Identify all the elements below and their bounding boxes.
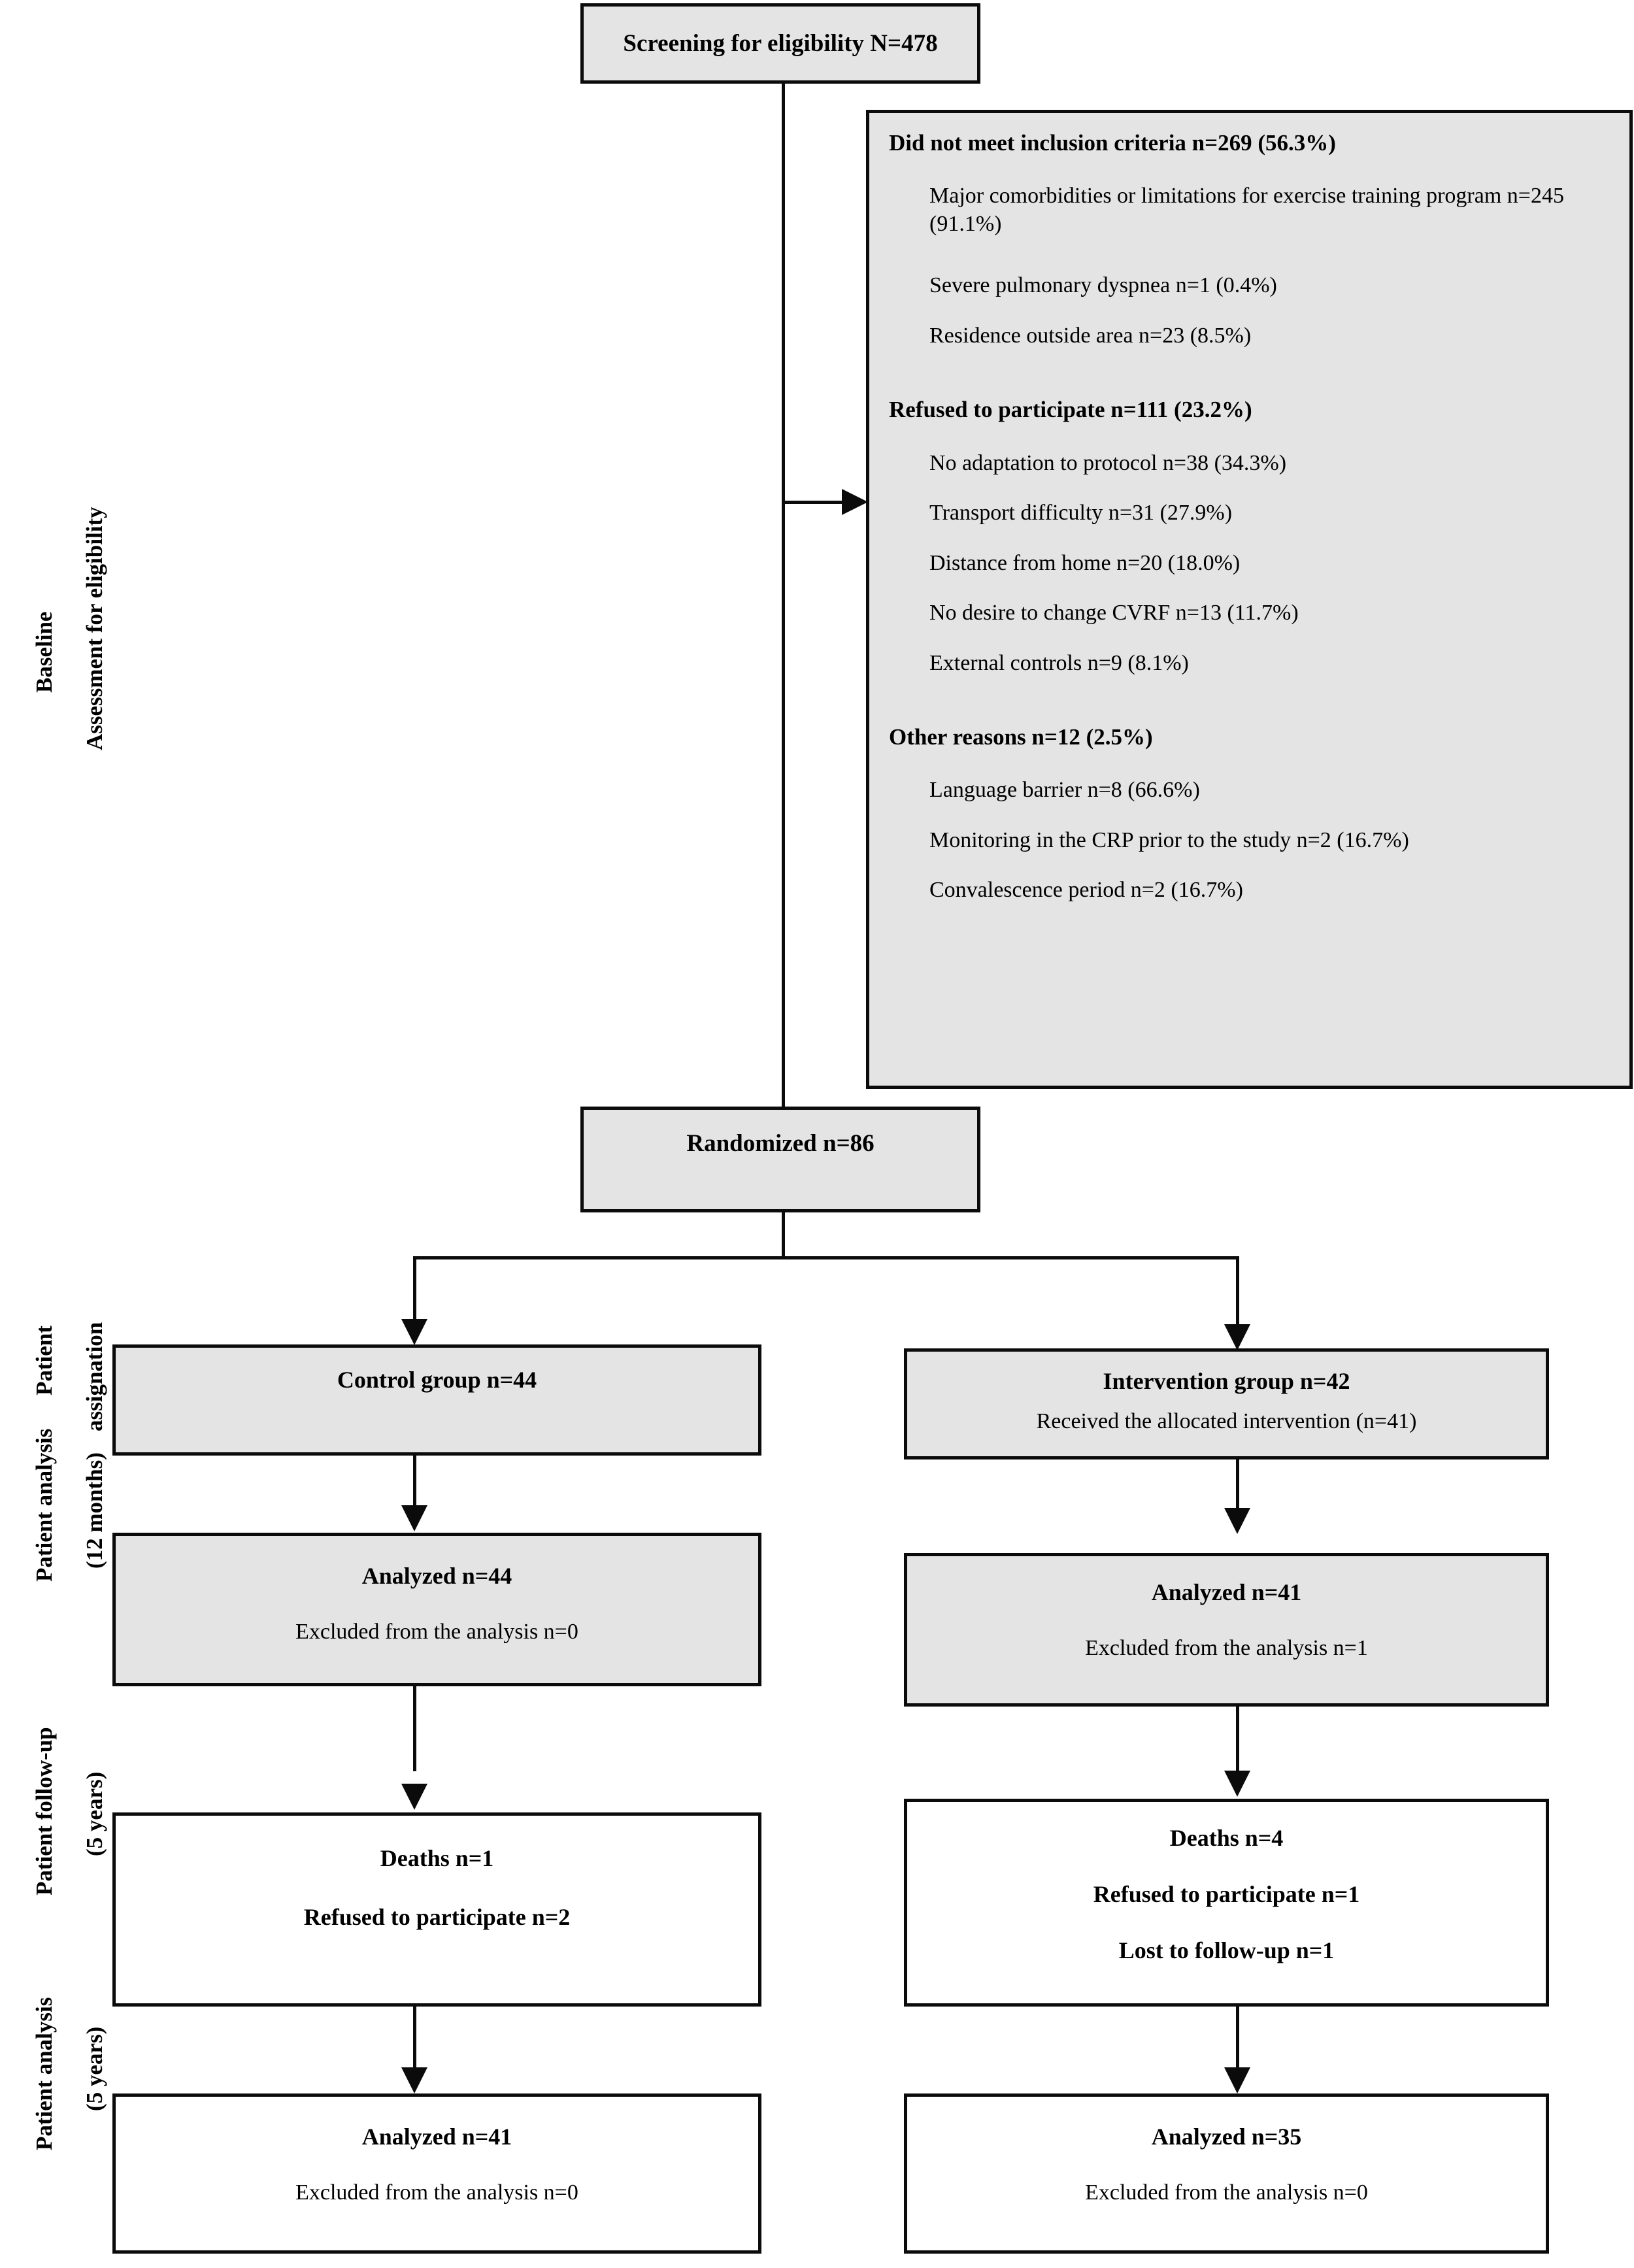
randomized-title: Randomized n=86 (686, 1130, 875, 1157)
side-label-patient-followup-5y-line1: Patient follow-up (31, 1727, 57, 1895)
control-analysis-5y-box: Analyzed n=41 Excluded from the analysis… (112, 2093, 761, 2254)
connector-to-exclusions (782, 501, 842, 504)
control-analysis-12m-box: Analyzed n=44 Excluded from the analysis… (112, 1533, 761, 1686)
exclusion-item: No desire to change CVRF n=13 (11.7%) (929, 601, 1299, 625)
exclusions-panel: Did not meet inclusion criteria n=269 (5… (866, 110, 1633, 1089)
intervention-analysis-12m-detail: Excluded from the analysis n=1 (1085, 1636, 1368, 1660)
side-label-patient-followup-5y-line2: (5 years) (82, 1771, 107, 1856)
arrow-to-exclusions-icon (842, 489, 868, 515)
arrow-to-control-group-icon (401, 1319, 427, 1345)
control-analysis-12m-detail: Excluded from the analysis n=0 (295, 1620, 578, 1644)
side-label-patient-analysis-5y-line1: Patient analysis (31, 1997, 57, 2150)
intervention-group-detail: Received the allocated intervention (n=4… (1036, 1409, 1417, 1433)
arrow-intervention-to-followup-icon (1224, 1771, 1250, 1797)
intervention-group-title: Intervention group n=42 (1103, 1368, 1350, 1394)
arrow-control-to-analysis5y-icon (401, 2067, 427, 2093)
side-label-baseline: Baseline (31, 611, 57, 693)
arrow-to-intervention-group-icon (1224, 1324, 1250, 1350)
intervention-group-box: Intervention group n=42 Received the all… (904, 1348, 1549, 1459)
screening-title: Screening for eligibility N=478 (623, 30, 938, 57)
screening-box: Screening for eligibility N=478 (580, 3, 980, 84)
side-label-patient-analysis-12m-line2: (12 months) (82, 1452, 107, 1569)
control-analysis-5y-title: Analyzed n=41 (361, 2124, 512, 2150)
side-label-patient-analysis-5y-line2: (5 years) (82, 2026, 107, 2111)
control-analysis-12m-title: Analyzed n=44 (361, 1563, 512, 1589)
randomized-box: Randomized n=86 (580, 1107, 980, 1212)
intervention-analysis-5y-box: Analyzed n=35 Excluded from the analysis… (904, 2093, 1549, 2254)
intervention-followup-line3: Lost to follow-up n=1 (1118, 1937, 1335, 1963)
connector-to-control-group (413, 1256, 416, 1322)
connector-control-to-analysis5y (413, 2007, 416, 2069)
connector-intervention-to-analysis5y (1236, 2007, 1239, 2069)
exclusion-item: Severe pulmonary dyspnea n=1 (0.4%) (929, 273, 1277, 298)
side-label-patient-assignation-line2: assignation (82, 1322, 107, 1431)
control-group-box: Control group n=44 (112, 1344, 761, 1456)
control-group-title: Control group n=44 (337, 1367, 537, 1393)
intervention-followup-line2: Refused to participate n=1 (1093, 1881, 1360, 1907)
exclusion-item: Distance from home n=20 (18.0%) (929, 550, 1241, 575)
side-label-patient-assignation-line1: Patient (31, 1326, 57, 1395)
exclusion-item: No adaptation to protocol n=38 (34.3%) (929, 450, 1287, 475)
connector-screening-to-randomized (782, 84, 785, 1107)
arrow-intervention-to-analysis12-icon (1224, 1508, 1250, 1534)
side-label-patient-analysis-12m-line1: Patient analysis (31, 1428, 57, 1582)
arrow-intervention-to-analysis5y-icon (1224, 2067, 1250, 2093)
connector-control-to-analysis12 (413, 1456, 416, 1508)
connector-intervention-to-analysis12 (1236, 1459, 1239, 1510)
exclusion-item: External controls n=9 (8.1%) (929, 650, 1189, 675)
connector-randomized-stem (782, 1212, 785, 1258)
arrow-control-to-analysis12-icon (401, 1505, 427, 1531)
exclusion-group-heading: Other reasons n=12 (2.5%) (889, 724, 1153, 750)
side-label-assessment-for-eligibility: Assessment for eligibility (82, 507, 107, 750)
intervention-followup-line1: Deaths n=4 (1169, 1825, 1284, 1851)
exclusion-item: Monitoring in the CRP prior to the study… (929, 827, 1409, 852)
connector-to-intervention-group (1236, 1256, 1239, 1327)
arrow-control-to-followup-icon (401, 1784, 427, 1810)
connector-randomized-split (413, 1256, 1239, 1259)
exclusion-group-heading: Did not meet inclusion criteria n=269 (5… (889, 130, 1336, 156)
control-followup-line2: Refused to participate n=2 (303, 1904, 571, 1930)
intervention-analysis-12m-title: Analyzed n=41 (1151, 1579, 1302, 1605)
exclusion-item: Transport difficulty n=31 (27.9%) (929, 501, 1233, 525)
exclusion-item: Residence outside area n=23 (8.5%) (929, 323, 1252, 348)
intervention-analysis-5y-detail: Excluded from the analysis n=0 (1085, 2180, 1368, 2205)
intervention-followup-5y-box: Deaths n=4 Refused to participate n=1 Lo… (904, 1799, 1549, 2007)
exclusion-item: Major comorbidities or limitations for e… (929, 184, 1564, 236)
intervention-analysis-5y-title: Analyzed n=35 (1151, 2124, 1302, 2150)
control-followup-5y-box: Deaths n=1 Refused to participate n=2 (112, 1812, 761, 2007)
connector-control-to-followup (413, 1686, 416, 1771)
exclusion-group-heading: Refused to participate n=111 (23.2%) (889, 397, 1252, 423)
connector-intervention-to-followup (1236, 1707, 1239, 1772)
intervention-analysis-12m-box: Analyzed n=41 Excluded from the analysis… (904, 1553, 1549, 1707)
exclusion-item: Convalescence period n=2 (16.7%) (929, 878, 1243, 903)
exclusion-item: Language barrier n=8 (66.6%) (929, 778, 1200, 803)
control-followup-line1: Deaths n=1 (380, 1845, 494, 1871)
control-analysis-5y-detail: Excluded from the analysis n=0 (295, 2180, 578, 2205)
